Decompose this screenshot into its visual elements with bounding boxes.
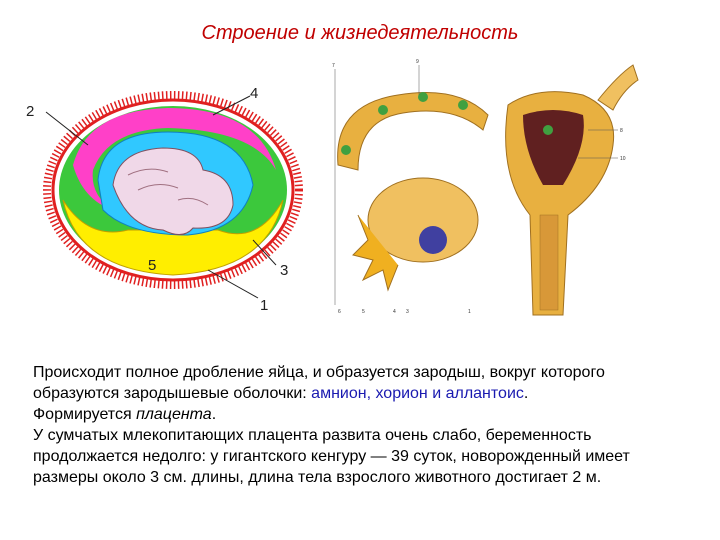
placenta-term: плацента (136, 406, 212, 423)
page-title: Строение и жизнедеятельность (201, 22, 519, 44)
label-10: 10 (620, 156, 626, 162)
allantois (73, 108, 276, 210)
label-7: 7 (332, 63, 335, 69)
fimbria (352, 214, 399, 292)
paragraph-2: Формируется плацента. (33, 406, 217, 423)
paragraph-1: Происходит полное дробление яйца, и обра… (33, 364, 605, 402)
egg (543, 125, 553, 135)
label-3-right: 3 (406, 309, 409, 315)
cervix (539, 214, 559, 311)
egg (458, 100, 468, 110)
egg (418, 92, 428, 102)
label-8: 8 (620, 128, 623, 134)
uterus-svg: 7 9 8 10 6 5 4 3 1 (332, 59, 639, 316)
ovary (367, 177, 479, 263)
right-tube (597, 64, 639, 111)
label-5: 5 (148, 257, 156, 274)
label-3: 3 (280, 262, 288, 279)
label-4-right: 4 (393, 309, 396, 315)
label-1: 1 (260, 297, 268, 314)
body-text: Происходит полное дробление яйца, и обра… (33, 362, 693, 488)
uterine-cavity (523, 110, 584, 185)
chorion-villi (43, 91, 303, 289)
yolk-sac (62, 199, 284, 276)
label-2: 2 (26, 103, 34, 120)
label-4: 4 (250, 85, 258, 102)
label-1-right: 1 (468, 309, 471, 315)
label-5-right: 5 (362, 309, 365, 315)
label-9: 9 (416, 59, 419, 65)
egg (378, 105, 388, 115)
membrane-terms: амнион, хорион и аллантоис (311, 385, 524, 402)
fallopian-tube (337, 92, 489, 171)
follicle (419, 226, 447, 254)
embryo-membranes-figure: 2 4 3 1 5 (18, 70, 318, 320)
embryo-membranes-svg: 2 4 3 1 5 (26, 85, 303, 314)
paragraph-3: У сумчатых млекопитающих плацента развит… (33, 427, 630, 486)
uterus-figure: 7 9 8 10 6 5 4 3 1 (318, 55, 648, 325)
egg (341, 145, 351, 155)
label-6: 6 (338, 309, 341, 315)
